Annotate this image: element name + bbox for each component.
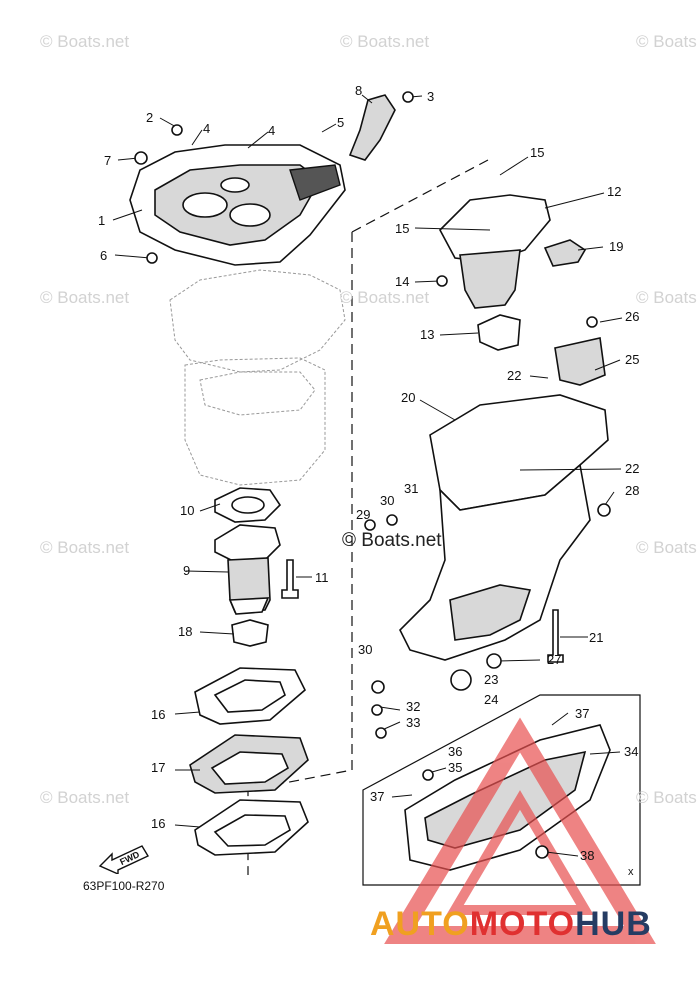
plate-25 [554, 337, 606, 386]
watermark: © Boats.net [40, 788, 130, 807]
watermark: © Boats.net [636, 288, 698, 307]
callout-29: 29 [356, 507, 371, 522]
watermark: © Boats.net [636, 538, 698, 557]
callout-26: 26 [625, 309, 640, 324]
callout-21: 21 [589, 630, 604, 645]
small-part-markers [134, 91, 611, 859]
screw-33 [375, 727, 387, 739]
bolt-6 [146, 252, 158, 264]
damper-19 [543, 239, 587, 267]
exhaust-guide [214, 524, 281, 615]
assembly-boundary-line [247, 159, 489, 875]
callout-30: 30 [380, 493, 395, 508]
callout-28: 28 [625, 483, 640, 498]
brand-logo: AUTOMOTOHUB [370, 905, 652, 944]
bolt-26 [586, 316, 598, 328]
callout-15: 15 [395, 221, 410, 236]
plug-7 [134, 151, 148, 165]
engine-block-ghost [169, 269, 346, 486]
bolt-21 [547, 609, 564, 663]
brand-hub: HUB [575, 905, 652, 943]
callout-25: 25 [625, 352, 640, 367]
bushing-23 [450, 669, 472, 691]
seal-13 [477, 314, 521, 351]
bolt-2 [171, 124, 183, 136]
oil-pan-part [439, 194, 551, 309]
bolt-3 [402, 91, 414, 103]
callout-30: 30 [358, 642, 373, 657]
brand-logo-triangle [384, 717, 656, 944]
callout-38: 38 [580, 848, 595, 863]
callout-24: 24 [484, 692, 499, 707]
bracket-part [348, 94, 396, 161]
watermark: © Boats.net [340, 288, 430, 307]
callout-2: 2 [146, 110, 154, 125]
fitting-35 [422, 769, 434, 781]
fwd-arrow-icon: FWD [98, 840, 150, 879]
callout-10: 10 [180, 503, 195, 518]
callout-33: 33 [406, 715, 421, 730]
callout-3: 3 [427, 89, 435, 104]
clip-30-bottom [371, 680, 385, 694]
callout-23: 23 [484, 672, 499, 687]
callout-6: 6 [100, 248, 108, 263]
callout-1: 1 [98, 213, 106, 228]
callout-7: 7 [104, 153, 112, 168]
watermark: © Boats.net [40, 288, 130, 307]
callout-37: 37 [370, 789, 385, 804]
clamp-32 [371, 704, 383, 716]
brand-moto: MOTO [469, 905, 576, 943]
callout-18: 18 [178, 624, 193, 639]
callout-9: 9 [183, 563, 191, 578]
upper-casing [399, 394, 609, 661]
upper-casing-plate [129, 144, 346, 266]
center-watermark: © Boats.net [342, 530, 442, 551]
seal-18 [231, 619, 269, 647]
callout-16: 16 [151, 707, 166, 722]
part-29 [364, 519, 376, 531]
inset-box [362, 694, 641, 886]
callout-35: 35 [448, 760, 463, 775]
callout-15: 15 [530, 145, 545, 160]
callout-16: 16 [151, 816, 166, 831]
callout-12: 12 [607, 184, 622, 199]
callout-11: 11 [315, 570, 329, 585]
brand-auto: AUTO [370, 905, 470, 943]
inset-marker: x [628, 866, 634, 878]
figure-code: 63PF100-R270 [83, 879, 165, 893]
bolt-11 [281, 559, 299, 599]
callout-32: 32 [406, 699, 421, 714]
callout-4: 4 [268, 123, 276, 138]
watermark: © Boats.net [340, 32, 430, 51]
watermark: © Boats.net [636, 32, 698, 51]
clip-30-top [386, 514, 398, 526]
callout-20: 20 [401, 390, 416, 405]
callout-22: 22 [507, 368, 522, 383]
callout-5: 5 [337, 115, 345, 130]
bolt-38 [535, 845, 549, 859]
callout-14: 14 [395, 274, 410, 289]
grommet-27 [486, 653, 502, 669]
callout-27: 27 [547, 652, 562, 667]
callout-19: 19 [609, 239, 624, 254]
callout-17: 17 [151, 760, 166, 775]
watermark: © Boats.net [40, 538, 130, 557]
callout-36: 36 [448, 744, 463, 759]
callout-34: 34 [624, 744, 639, 759]
watermark: © Boats.net [40, 32, 130, 51]
watermark: © Boats.net [636, 788, 698, 807]
callout-22: 22 [625, 461, 640, 476]
callout-8: 8 [355, 83, 363, 98]
bolt-14 [436, 275, 448, 287]
callout-13: 13 [420, 327, 435, 342]
callout-37: 37 [575, 706, 590, 721]
callout-4: 4 [203, 121, 211, 136]
callout-31: 31 [404, 481, 419, 496]
part-28 [597, 503, 611, 517]
